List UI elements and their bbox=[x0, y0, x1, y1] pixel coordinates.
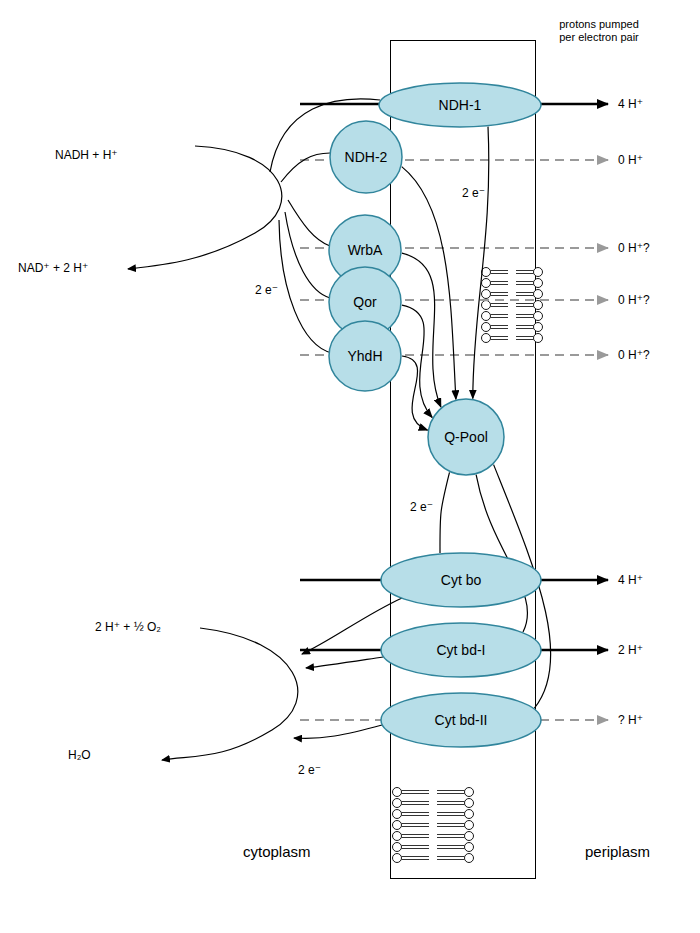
enzyme-label: Cyt bo bbox=[441, 572, 481, 588]
annotation-text: 2 H⁺ bbox=[618, 643, 643, 657]
electron-flow-connector bbox=[473, 127, 489, 399]
electron-flow-connector bbox=[440, 472, 450, 553]
enzyme-complex: Cyt bd-II bbox=[380, 692, 542, 748]
annotation-text: ? H⁺ bbox=[618, 713, 643, 727]
membrane-box bbox=[391, 41, 536, 879]
enzyme-complex: YhdH bbox=[328, 320, 402, 392]
electron-flow-connector bbox=[402, 253, 441, 407]
annotation-text: cytoplasm bbox=[243, 843, 311, 860]
enzyme-label: NDH-1 bbox=[439, 97, 482, 113]
enzyme-label: WrbA bbox=[348, 242, 383, 258]
enzyme-label: Q-Pool bbox=[444, 429, 488, 445]
enzyme-complex: Q-Pool bbox=[427, 398, 505, 476]
enzyme-complex: Cyt bd-I bbox=[380, 622, 542, 678]
proton-arrows bbox=[300, 104, 608, 720]
enzyme-label: Qor bbox=[353, 294, 376, 310]
annotation-text: 2 e⁻ bbox=[255, 283, 278, 297]
annotation-text: 0 H⁺? bbox=[618, 241, 650, 255]
edge-label: 2 e⁻ bbox=[410, 500, 433, 514]
annotation-text: NAD⁺ + 2 H⁺ bbox=[18, 261, 88, 275]
annotation-text: H₂O bbox=[68, 748, 91, 762]
enzyme-complex: NDH-2 bbox=[329, 120, 403, 194]
annotation-text: 0 H⁺? bbox=[618, 293, 650, 307]
electron-flow-connector bbox=[402, 356, 428, 430]
annotation-text: 2 H⁺ + ½ O₂ bbox=[95, 620, 161, 634]
oxygen-reduction-curve bbox=[162, 598, 402, 760]
enzyme-complex: Cyt bo bbox=[380, 552, 542, 608]
enzyme-label: YhdH bbox=[347, 348, 382, 364]
enzyme-label: NDH-2 bbox=[345, 149, 388, 165]
electron-flow-connector bbox=[402, 167, 456, 400]
annotation-text: protons pumped per electron pair bbox=[553, 18, 645, 44]
annotation-text: 4 H⁺ bbox=[618, 97, 643, 111]
enzyme-label: Cyt bd-II bbox=[435, 712, 488, 728]
lipid-bilayer bbox=[393, 788, 474, 863]
enzyme-complex: NDH-1 bbox=[378, 82, 542, 128]
annotation-text: NADH + H⁺ bbox=[55, 148, 118, 162]
enzyme-label: Cyt bd-I bbox=[436, 642, 485, 658]
annotation-text: 4 H⁺ bbox=[618, 573, 643, 587]
annotation-text: 0 H⁺ bbox=[618, 153, 643, 167]
annotation-text: 0 H⁺? bbox=[618, 348, 650, 362]
lipid-bilayer bbox=[482, 268, 543, 343]
edge-label: 2 e⁻ bbox=[462, 186, 485, 200]
electron-flow-connector bbox=[402, 305, 432, 417]
annotation-text: periplasm bbox=[585, 843, 650, 860]
annotation-text: 2 e⁻ bbox=[298, 763, 321, 777]
